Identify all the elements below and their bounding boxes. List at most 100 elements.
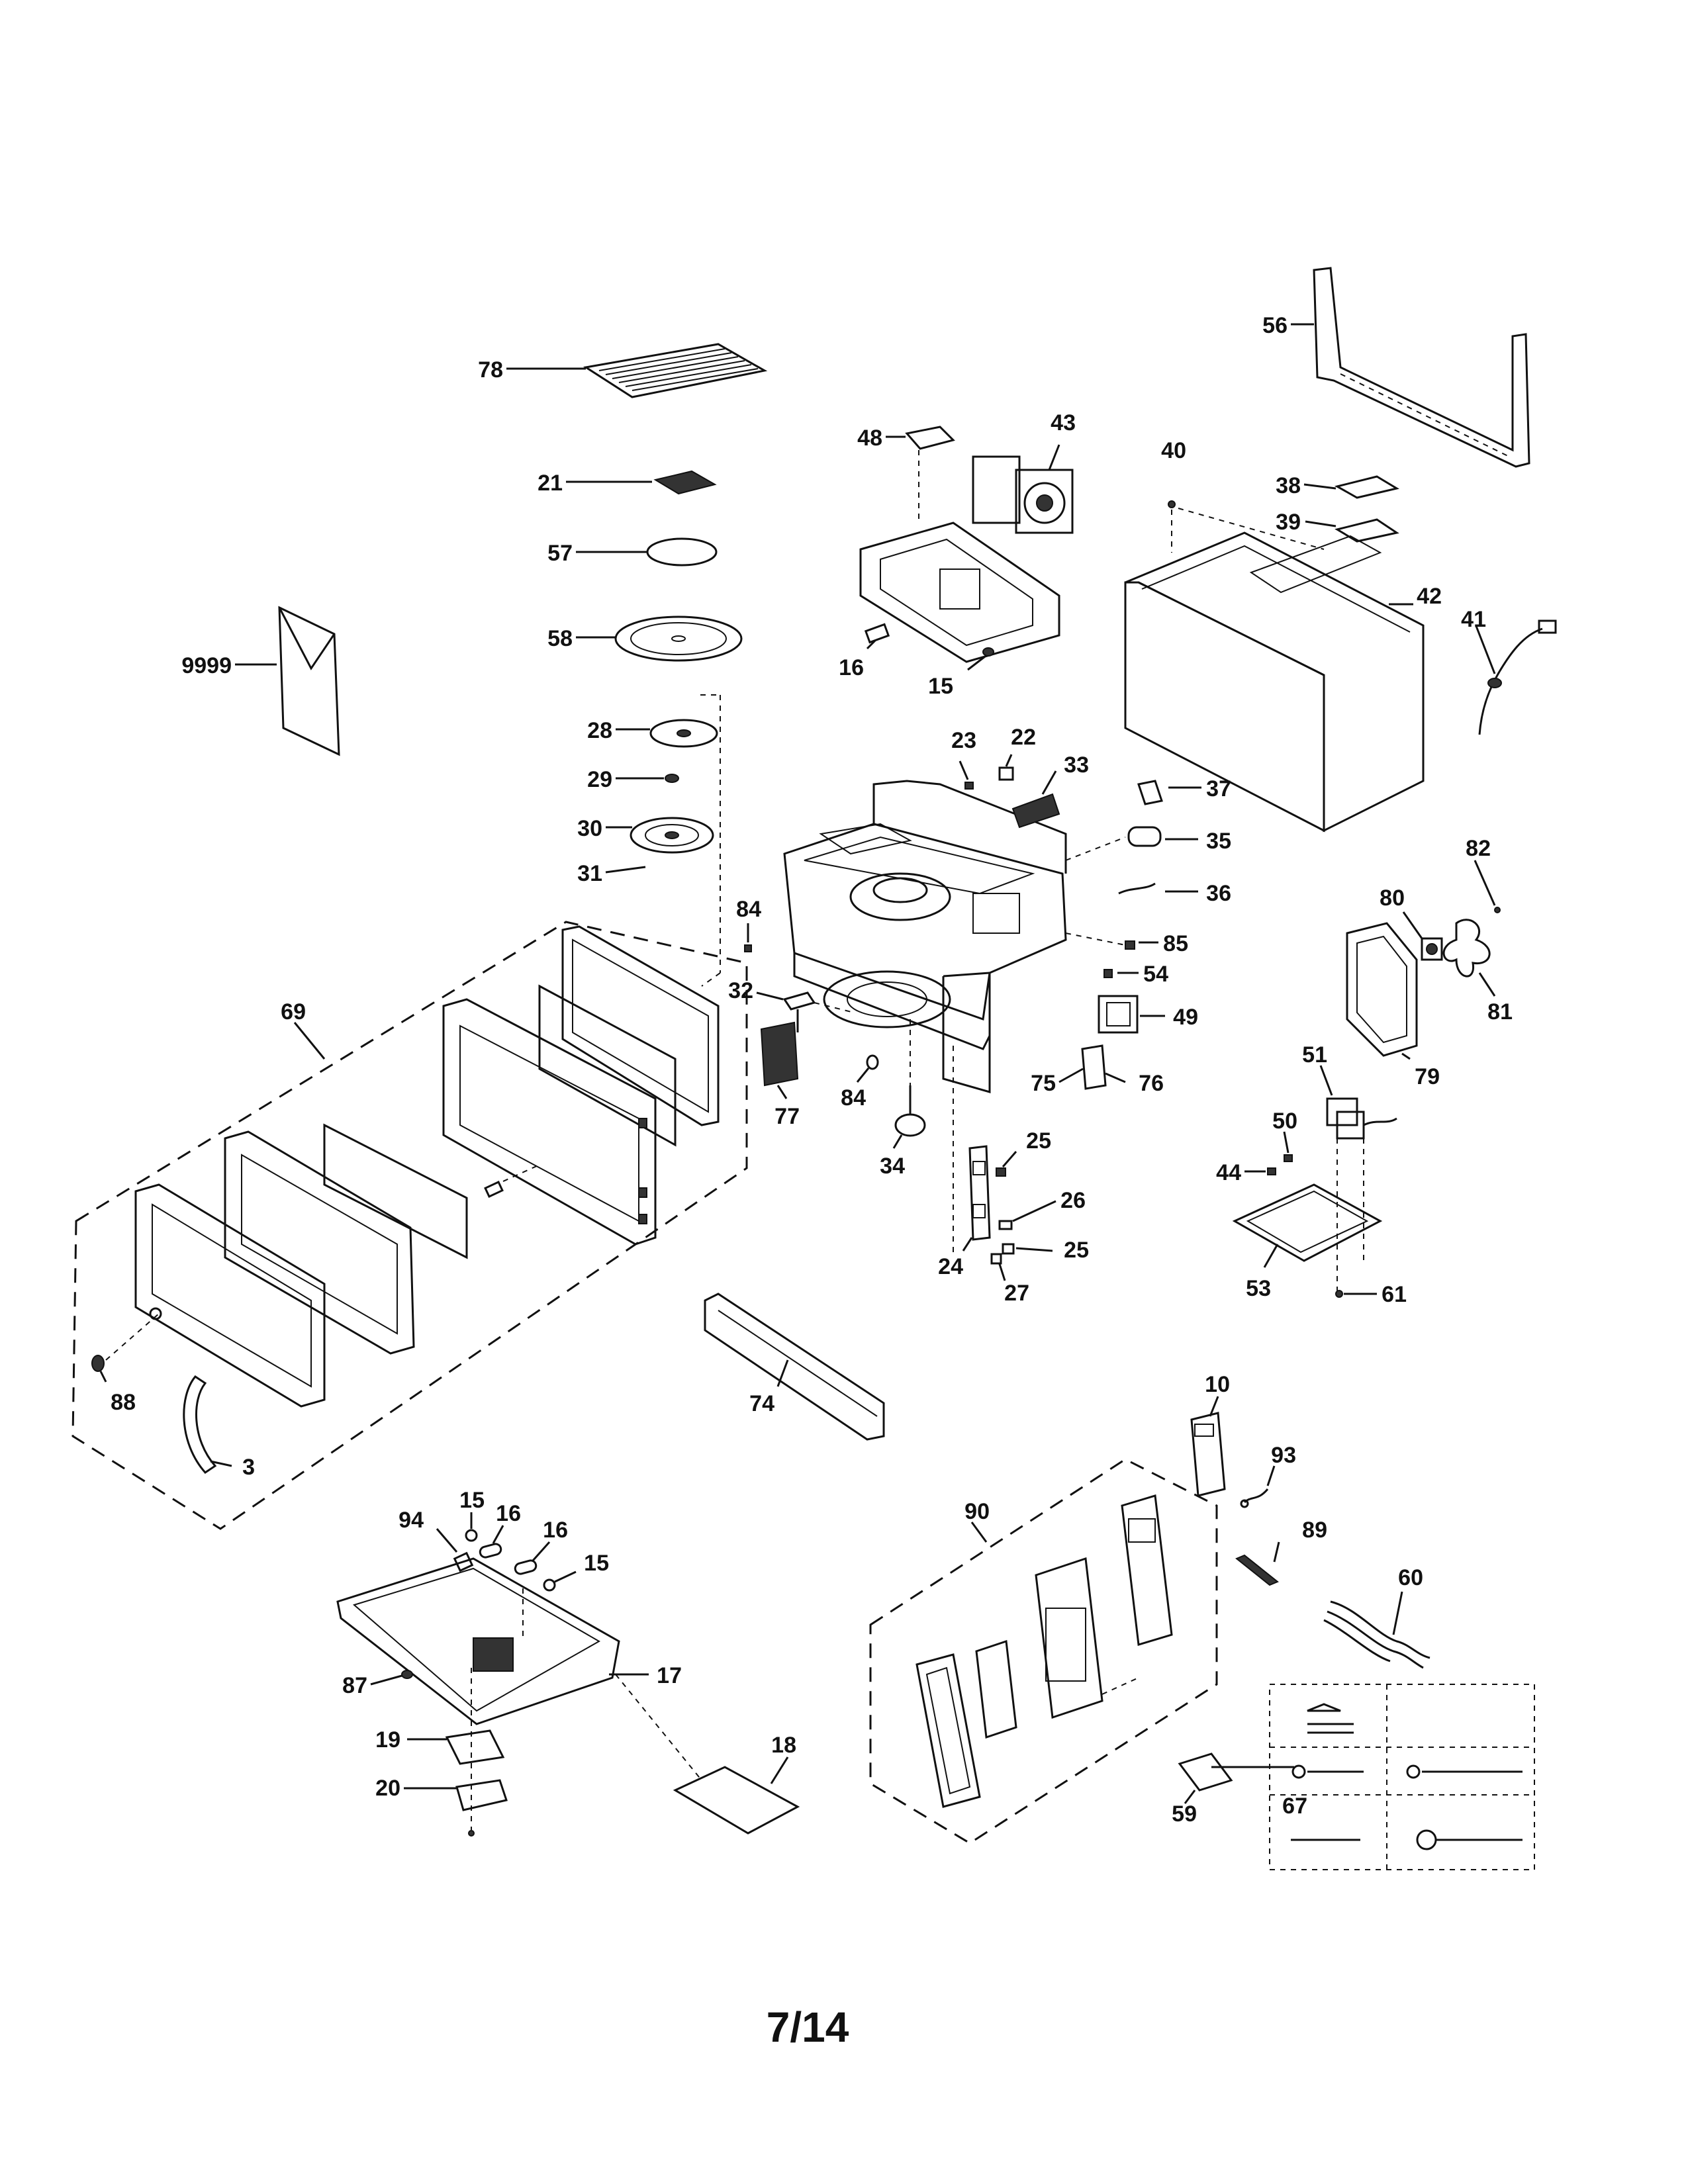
callout-44: 44 xyxy=(1216,1160,1241,1185)
part-56-mounting-plate xyxy=(1291,267,1530,468)
callout-54: 54 xyxy=(1143,962,1168,987)
part-16-thermal-fuse xyxy=(864,623,890,650)
part-26-switch xyxy=(998,1200,1056,1230)
callout-69: 69 xyxy=(281,999,306,1024)
part-50-screw xyxy=(1283,1131,1293,1162)
assembly-guide-line xyxy=(814,1002,855,1013)
callout-30: 30 xyxy=(577,816,602,841)
part-15-socket-left xyxy=(465,1512,478,1542)
callout-89: 89 xyxy=(1302,1518,1327,1543)
callout-56: 56 xyxy=(1262,313,1288,338)
part-23-clip xyxy=(959,760,974,790)
callout-61: 61 xyxy=(1382,1282,1407,1307)
callout-16a: 16 xyxy=(839,655,864,680)
part-24-latch-board xyxy=(953,1046,991,1257)
callout-81: 81 xyxy=(1487,999,1513,1024)
page-number: 7/14 xyxy=(767,2003,849,2051)
part-81-fan-blade xyxy=(1442,919,1496,997)
callout-19: 19 xyxy=(375,1727,400,1752)
part-33-waveguide-cover xyxy=(1011,770,1060,829)
callout-25a: 25 xyxy=(1026,1128,1051,1154)
part-53-base-plate xyxy=(1232,1183,1383,1268)
part-88-screw xyxy=(91,1355,107,1383)
part-94-light-cover xyxy=(436,1528,474,1572)
main-cavity-assembly xyxy=(783,780,1067,1093)
door-outer-frame xyxy=(224,1130,415,1355)
callout-17: 17 xyxy=(657,1663,682,1688)
part-25-switch-lower xyxy=(1002,1243,1053,1255)
callout-26: 26 xyxy=(1060,1188,1086,1213)
callout-90: 90 xyxy=(964,1499,990,1524)
part-10-control-board xyxy=(1190,1396,1226,1497)
part-16-bulb-right xyxy=(514,1541,551,1575)
callout-10: 10 xyxy=(1205,1372,1230,1397)
part-69-door-label-leader xyxy=(293,1022,326,1060)
callout-36: 36 xyxy=(1206,881,1231,906)
callout-76: 76 xyxy=(1139,1071,1164,1096)
control-keypad xyxy=(1035,1557,1103,1719)
part-40-screw xyxy=(1168,500,1176,553)
callout-43: 43 xyxy=(1051,410,1076,435)
part-16-bulb-left xyxy=(479,1525,504,1559)
callout-82: 82 xyxy=(1466,836,1491,861)
part-58-glass-turntable xyxy=(576,615,743,662)
part-42-outer-cabinet xyxy=(1124,531,1425,833)
callout-75: 75 xyxy=(1031,1071,1056,1096)
callout-37: 37 xyxy=(1206,776,1231,801)
callout-80: 80 xyxy=(1380,886,1405,911)
part-34-motor xyxy=(892,1085,926,1149)
assembly-guide-line xyxy=(1178,508,1325,550)
callout-labels: 78 21 57 58 9999 28 29 30 31 48 43 16 15… xyxy=(111,313,1513,1827)
callout-74: 74 xyxy=(749,1391,774,1416)
callout-53: 53 xyxy=(1246,1276,1271,1301)
part-85-switch xyxy=(1125,940,1158,950)
callout-33: 33 xyxy=(1064,752,1089,778)
toggle-bolt-icon xyxy=(1406,1764,1523,1779)
callout-78: 78 xyxy=(478,357,503,383)
part-27-lever xyxy=(990,1253,1006,1281)
part-84-screw-lower xyxy=(856,1054,879,1083)
callout-3: 3 xyxy=(242,1455,255,1480)
part-15-screw xyxy=(967,647,994,671)
part-20-light-cover xyxy=(404,1668,508,1837)
part-84-screw-upper xyxy=(744,923,752,952)
callout-15b: 15 xyxy=(459,1488,485,1513)
door-inner-window xyxy=(323,1123,468,1259)
part-44-screw xyxy=(1244,1167,1276,1175)
callout-28: 28 xyxy=(587,718,612,743)
part-18-grease-filter xyxy=(615,1674,800,1835)
part-35-capacitor xyxy=(1127,826,1198,847)
part-9999-literature-envelope xyxy=(235,606,340,756)
part-77-grille xyxy=(760,1021,799,1099)
part-82-screw xyxy=(1474,860,1501,913)
callout-87: 87 xyxy=(342,1673,367,1698)
part-61-screw xyxy=(1335,1138,1377,1298)
callout-23: 23 xyxy=(951,728,976,753)
part-75-76-switch-bracket xyxy=(1058,1044,1126,1090)
door-front-panel xyxy=(105,1183,326,1408)
part-93-wire xyxy=(1240,1465,1276,1508)
callout-9999: 9999 xyxy=(181,653,232,678)
callout-51: 51 xyxy=(1302,1042,1327,1068)
callout-48: 48 xyxy=(857,426,882,451)
assembly-guide-line xyxy=(1065,837,1126,861)
part-36-diode xyxy=(1118,882,1198,895)
part-79-fan-bracket xyxy=(1346,922,1418,1060)
part-60-wire-harness xyxy=(1323,1591,1430,1669)
part-37-bracket xyxy=(1137,780,1201,805)
part-43-blower-motor xyxy=(972,444,1074,534)
assembly-guide-line xyxy=(1102,1677,1139,1695)
part-80-fan-motor xyxy=(1402,911,1443,961)
door-latch-hook xyxy=(484,1164,540,1198)
callout-16c: 16 xyxy=(543,1518,568,1543)
door-frame-back xyxy=(561,925,720,1126)
part-74-trim xyxy=(704,1293,885,1441)
part-21-charcoal-filter xyxy=(566,470,717,495)
door-glass-panel xyxy=(538,984,677,1147)
control-overlay xyxy=(975,1639,1017,1739)
callout-34: 34 xyxy=(880,1154,905,1179)
anchor-bolt-icon xyxy=(1307,1703,1354,1734)
callout-94: 94 xyxy=(399,1508,424,1533)
part-78-wire-rack xyxy=(506,343,768,398)
